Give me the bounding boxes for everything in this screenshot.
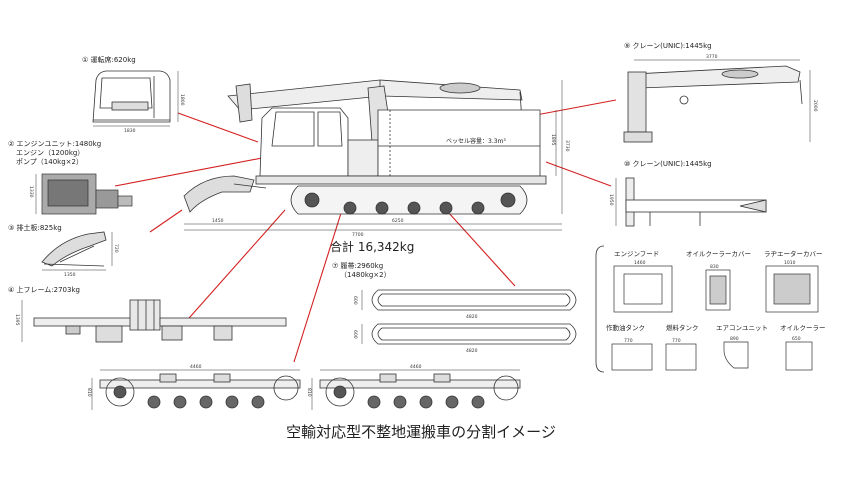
part-dim-2: 1010	[784, 260, 796, 266]
machine-b-dim: 6250	[392, 218, 404, 224]
part-label-5: エアコンユニット	[716, 324, 768, 332]
engine-unit-label: ② エンジンユニット:1480kg	[8, 140, 102, 148]
track-height-dim-2: 600	[352, 330, 358, 339]
crane2-drawing	[615, 177, 767, 227]
part-dim-6: 650	[792, 336, 801, 342]
wheel-frame-left	[91, 369, 301, 410]
crane-top-label: ⑨ クレーン(UNIC):1445kg	[624, 42, 712, 50]
crane-height-dim: 2000	[812, 100, 818, 112]
upper-frame-drawing	[21, 299, 287, 343]
track-height-dim-1: 600	[352, 296, 358, 305]
part-dim-5: 890	[730, 336, 739, 342]
diagram-caption: 空輸対応型不整地運搬車の分割イメージ	[286, 423, 556, 441]
part-label-1: オイルクーラーカバー	[686, 250, 751, 258]
total-weight: 合計 16,342kg	[330, 240, 415, 254]
vessel-label: ベッセル容量：3.3m³	[446, 138, 506, 145]
cabin-height-dim: 1800	[179, 94, 185, 106]
blade-width-dim: 1350	[64, 272, 76, 278]
part-label-2: ラヂエーターカバー	[764, 250, 823, 258]
wheel-right-height-dim: 810	[306, 388, 312, 397]
part-dim-4: 770	[672, 338, 681, 344]
blade-label: ③ 排土板:825kg	[8, 224, 62, 232]
part-label-0: エンジンフード	[614, 250, 660, 258]
upper-frame-label: ④ 上フレーム:2703kg	[8, 286, 80, 294]
crane2-height-dim: 1950	[608, 194, 614, 206]
cabin-drawing	[92, 70, 179, 127]
connector-lines	[114, 99, 617, 363]
wheel-right-len-dim: 4460	[410, 364, 422, 370]
blade-drawing	[41, 231, 113, 271]
machine-a-dim: 1450	[212, 218, 224, 224]
engine-sub-label: エンジン（1200kg）	[16, 149, 85, 157]
blade-height-dim: 720	[113, 244, 119, 253]
track-label: ⑦ 履帯:2960kg	[332, 262, 384, 270]
engine-drawing	[35, 173, 133, 215]
track-drawing	[361, 289, 577, 345]
machine-total-dim: 7700	[352, 232, 364, 238]
machine-height2-dim: 1895	[550, 134, 556, 146]
crane-width-dim: 3770	[706, 54, 718, 60]
parts-bracket	[595, 245, 605, 373]
cabin-label: ① 運転席:620kg	[82, 56, 136, 64]
wheel-frame-right	[311, 369, 521, 410]
crane-drawing	[623, 59, 811, 143]
machine-height-dim: 3730	[564, 140, 570, 152]
main-machine-drawing	[183, 79, 563, 231]
parts-drawings	[611, 265, 819, 371]
part-dim-0: 1460	[634, 260, 646, 266]
track-len-dim-2: 4820	[466, 348, 478, 354]
pump-sub-label: ポンプ（140kg×2）	[16, 158, 83, 166]
engine-height-dim: 1330	[28, 186, 34, 198]
wheel-left-height-dim: 810	[86, 388, 92, 397]
crane-bottom-label: ⑩ クレーン(UNIC):1445kg	[624, 160, 712, 168]
track-len-dim-1: 4820	[466, 314, 478, 320]
track-sub-label: （1480kg×2）	[340, 271, 391, 279]
part-label-6: オイルクーラー	[780, 324, 826, 332]
wheel-left-len-dim: 4460	[190, 364, 202, 370]
frame-height-dim: 1395	[14, 314, 20, 326]
part-dim-3: 770	[624, 338, 633, 344]
part-label-4: 燃料タンク	[666, 324, 699, 332]
cabin-width-dim: 1830	[124, 128, 136, 134]
part-dim-1: 830	[710, 264, 719, 270]
part-label-3: 作動油タンク	[606, 324, 645, 332]
